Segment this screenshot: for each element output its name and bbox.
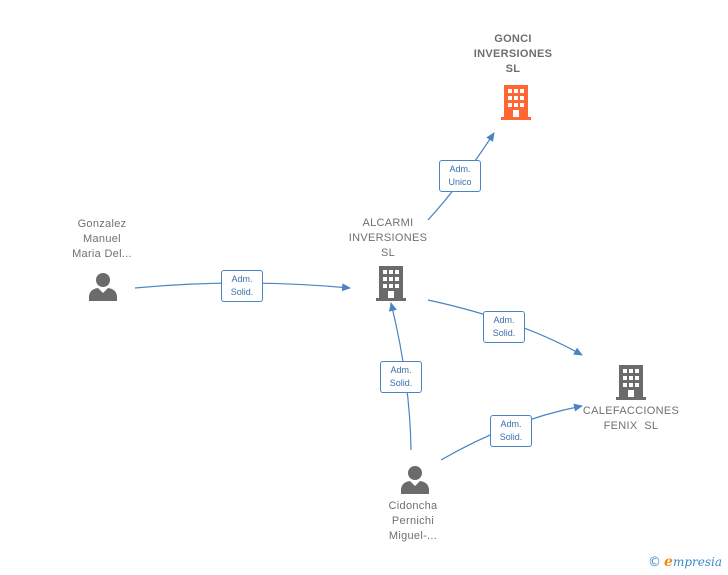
label-line: Manuel <box>83 233 121 245</box>
badge-line: Adm. <box>231 274 253 284</box>
label-line: FENIX SL <box>603 420 659 432</box>
edge-badge-adm-solid[interactable]: Adm. Solid. <box>483 311 525 343</box>
node-cidoncha-pernichi[interactable]: Cidoncha Pernichi Miguel-... <box>363 499 463 544</box>
badge-line: Unico <box>448 177 472 187</box>
badge-line: Adm. <box>500 419 522 429</box>
node-label: GONCI INVERSIONES SL <box>453 32 573 77</box>
node-label: CALEFACCIONES FENIX SL <box>572 404 690 434</box>
edge-badge-adm-solid[interactable]: Adm. Solid. <box>380 361 422 393</box>
person-icon[interactable] <box>400 464 430 494</box>
node-label: Gonzalez Manuel Maria Del... <box>52 217 152 262</box>
label-line: GONCI <box>494 33 532 45</box>
brand-initial: e <box>664 554 673 570</box>
node-label: Cidoncha Pernichi Miguel-... <box>363 499 463 544</box>
edge-badge-adm-solid[interactable]: Adm. Solid. <box>490 415 532 447</box>
node-calefacciones-fenix[interactable]: CALEFACCIONES FENIX SL <box>572 404 690 434</box>
node-gonzalez-manuel[interactable]: Gonzalez Manuel Maria Del... <box>52 217 152 262</box>
badge-line: Solid. <box>230 287 254 297</box>
node-label: ALCARMI INVERSIONES SL <box>328 216 448 261</box>
label-line: Gonzalez <box>77 218 127 230</box>
empresia-logo: ©empresia <box>648 554 722 570</box>
node-gonci-inversiones[interactable]: GONCI INVERSIONES SL <box>453 32 573 77</box>
person-icon[interactable] <box>88 271 118 301</box>
building-icon[interactable] <box>616 364 646 400</box>
brand-name: mpresia <box>672 555 722 569</box>
badge-line: Solid. <box>389 378 413 388</box>
label-line: INVERSIONES <box>348 232 428 244</box>
building-icon[interactable] <box>501 84 531 120</box>
label-line: Cidoncha <box>388 500 438 512</box>
building-icon[interactable] <box>376 265 406 301</box>
edge-badge-adm-unico[interactable]: Adm. Unico <box>439 160 481 192</box>
node-alcarmi-inversiones[interactable]: ALCARMI INVERSIONES SL <box>328 216 448 261</box>
label-line: INVERSIONES <box>473 48 553 60</box>
label-line: SL <box>380 247 396 259</box>
label-line: ALCARMI <box>362 217 414 229</box>
badge-line: Adm. <box>493 315 515 325</box>
label-line: CALEFACCIONES <box>582 405 680 417</box>
badge-line: Solid. <box>492 328 516 338</box>
edge-badge-adm-solid[interactable]: Adm. Solid. <box>221 270 263 302</box>
label-line: Miguel-... <box>388 530 438 542</box>
badge-line: Adm. <box>390 365 412 375</box>
label-line: Maria Del... <box>72 248 132 260</box>
copyright-icon: © <box>648 555 662 570</box>
badge-line: Adm. <box>449 164 471 174</box>
label-line: SL <box>505 63 521 75</box>
label-line: Pernichi <box>391 515 435 527</box>
badge-line: Solid. <box>499 432 523 442</box>
